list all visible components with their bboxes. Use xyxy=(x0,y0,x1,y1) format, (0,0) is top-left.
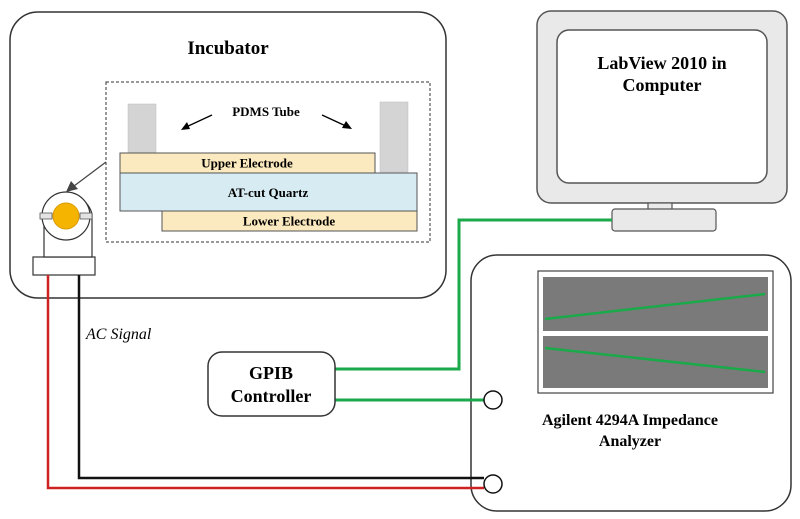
computer-label-line2: Computer xyxy=(623,75,702,95)
ac-signal-label: AC Signal xyxy=(85,326,152,343)
incubator-title: Incubator xyxy=(187,38,269,59)
analyzer-trace-top xyxy=(544,292,766,321)
gpib-label-line2: Controller xyxy=(231,386,312,406)
computer-label-line1: LabView 2010 in xyxy=(597,53,726,73)
pdms-arrowhead-right xyxy=(342,121,352,129)
analyzer-trace-panel-top xyxy=(543,277,768,331)
holder-base xyxy=(32,256,96,276)
gpib-box xyxy=(207,351,336,417)
lower-electrode xyxy=(161,210,418,232)
black-wire xyxy=(77,275,484,480)
analyzer-label-line2: Analyzer xyxy=(599,433,661,450)
gpib-controller: GPIB Controller xyxy=(207,351,336,417)
analyzer-trace-bottom xyxy=(544,346,766,374)
pdms-tube-label: PDMS Tube xyxy=(232,104,300,119)
holder-clip-right xyxy=(79,212,93,220)
monitor-stand xyxy=(611,208,717,232)
holder-clip-left xyxy=(39,212,53,220)
crystal-holder xyxy=(32,191,96,276)
monitor-screen xyxy=(556,29,768,184)
pdms-arrow-left xyxy=(183,114,213,129)
crystal-disc xyxy=(52,202,80,230)
callout-arrowhead xyxy=(66,181,78,192)
at-cut-quartz-label: AT-cut Quartz xyxy=(228,185,309,200)
analyzer-label-line1: Agilent 4294A Impedance xyxy=(542,412,718,429)
callout-arrow xyxy=(73,161,107,187)
upper-electrode-label: Upper Electrode xyxy=(201,156,293,171)
pdms-tube-right xyxy=(379,101,409,173)
pdms-arrowhead-left xyxy=(181,122,190,130)
pdms-arrow-right xyxy=(321,114,349,128)
pdms-tube-left xyxy=(127,103,157,155)
computer-monitor: LabView 2010 in Computer xyxy=(536,10,788,232)
red-wire xyxy=(46,275,484,490)
impedance-analyzer: Agilent 4294A Impedance Analyzer xyxy=(470,254,792,512)
at-cut-quartz xyxy=(119,172,418,212)
analyzer-trace-panel-bottom xyxy=(543,336,768,388)
green-wire-computer xyxy=(335,218,612,371)
analyzer-port-gpib xyxy=(483,390,503,410)
gpib-label-line1: GPIB xyxy=(249,363,293,383)
analyzer-port-signal xyxy=(483,474,503,494)
lower-electrode-label: Lower Electrode xyxy=(243,214,336,229)
